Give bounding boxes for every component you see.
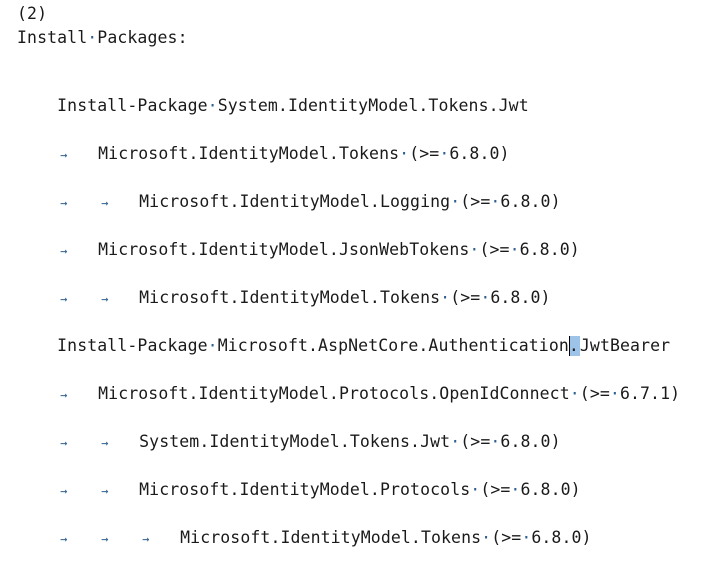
space-marker: · xyxy=(480,288,491,307)
tab-arrow-icon: → xyxy=(60,196,68,210)
space-marker: · xyxy=(469,240,480,259)
dependency-line: →→Microsoft.IdentityModel.Tokens·(>=·6.8… xyxy=(17,268,551,329)
tab-arrow-icon: → xyxy=(101,484,109,498)
tab-arrow-icon: → xyxy=(101,292,109,306)
space-marker: · xyxy=(450,432,461,451)
space-marker: · xyxy=(87,28,98,47)
dependency-line: →→System.IdentityModel.Tokens.Jwt·(>=·6.… xyxy=(17,412,561,473)
cursor-char: . xyxy=(568,336,579,355)
tab-arrow-icon: → xyxy=(60,292,68,306)
dependency-line: →→Microsoft.IdentityModel.Logging·(>=·6.… xyxy=(17,172,561,233)
indent-tabs: →→ xyxy=(57,192,139,213)
tab-arrow-icon: → xyxy=(60,388,68,402)
indent-tabs: →→ xyxy=(57,432,139,453)
line-text: Microsoft.IdentityModel.Tokens·(>=·6.8.0… xyxy=(98,144,510,163)
line-text: Microsoft.IdentityModel.Tokens·(>=·6.8.0… xyxy=(180,528,592,547)
space-marker: · xyxy=(521,528,532,547)
dependency-line: → Microsoft.IdentityModel.JsonWebTokens·(… xyxy=(17,220,580,281)
space-marker: · xyxy=(510,480,521,499)
text-cursor-selection[interactable]: . xyxy=(568,336,580,356)
tab-arrow-icon: → xyxy=(101,436,109,450)
tab-arrow-icon: → xyxy=(101,196,109,210)
dependency-line: → Microsoft.IdentityModel.Tokens·(>=·6.8.… xyxy=(17,124,510,185)
tab-arrow-icon: → xyxy=(101,532,109,546)
indent-tabs: → xyxy=(57,144,98,165)
space-marker: · xyxy=(609,384,620,403)
dependency-line: → Microsoft.IdentityModel.Protocols.OpenI… xyxy=(17,364,680,425)
line-text: Microsoft.IdentityModel.Logging·(>=·6.8.… xyxy=(139,192,561,211)
space-marker: · xyxy=(490,192,501,211)
space-marker: · xyxy=(207,336,218,355)
line-text: Install-Package·System.IdentityModel.Tok… xyxy=(57,96,529,115)
space-marker: · xyxy=(481,528,492,547)
space-marker: · xyxy=(470,480,481,499)
line-text: Microsoft.IdentityModel.Protocols·(>=·6.… xyxy=(139,480,581,499)
tab-arrow-icon: → xyxy=(60,532,68,546)
heading-number: (2) xyxy=(17,4,48,23)
heading-title: Install·Packages: xyxy=(17,28,188,47)
line-text: System.IdentityModel.Tokens.Jwt·(>=·6.8.… xyxy=(139,432,561,451)
indent-tabs: → xyxy=(57,240,98,261)
package-line-system-identitymodel-tokens-jwt: Install-Package·System.IdentityModel.Tok… xyxy=(17,76,529,136)
indent-tabs: → xyxy=(57,384,98,405)
space-marker: · xyxy=(509,240,520,259)
line-text-before-cursor: Install-Package·Microsoft.AspNetCore.Aut… xyxy=(57,336,569,355)
tab-arrow-icon: → xyxy=(60,484,68,498)
space-marker: · xyxy=(569,384,580,403)
line-text-after-cursor: JwtBearer xyxy=(579,336,671,355)
indent-tabs: → → → xyxy=(57,528,180,549)
space-marker: · xyxy=(439,144,450,163)
space-marker: · xyxy=(399,144,410,163)
tab-arrow-icon: → xyxy=(142,532,150,546)
space-marker: · xyxy=(440,288,451,307)
tab-arrow-icon: → xyxy=(60,436,68,450)
space-marker: · xyxy=(490,432,501,451)
line-text: Microsoft.IdentityModel.Protocols.OpenId… xyxy=(98,384,681,403)
package-line-aspnetcore-jwtbearer[interactable]: Install-Package·Microsoft.AspNetCore.Aut… xyxy=(17,316,670,376)
line-text: Microsoft.IdentityModel.Tokens·(>=·6.8.0… xyxy=(139,288,551,307)
tab-arrow-icon: → xyxy=(60,148,68,162)
space-marker: · xyxy=(207,96,218,115)
dependency-line: → → → Microsoft.IdentityModel.Tokens·(>=·6.… xyxy=(17,508,592,569)
indent-tabs: →→ xyxy=(57,480,139,501)
line-text: Microsoft.IdentityModel.JsonWebTokens·(>… xyxy=(98,240,580,259)
document-body[interactable]: (2) Install·Packages: Install-Package·Sy… xyxy=(0,0,703,547)
space-marker: · xyxy=(450,192,461,211)
tab-arrow-icon: → xyxy=(60,244,68,258)
indent-tabs: →→ xyxy=(57,288,139,309)
dependency-line: →→Microsoft.IdentityModel.Protocols·(>=·… xyxy=(17,460,581,521)
